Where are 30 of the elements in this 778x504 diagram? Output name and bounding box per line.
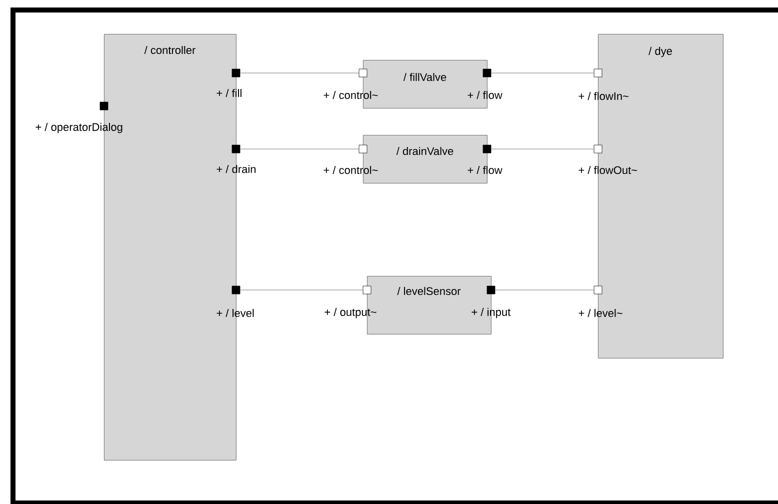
port-label: + / output~ [324, 308, 376, 318]
port-label: + / level~ [578, 308, 622, 318]
connector-line [240, 148, 359, 150]
port-label: + / fill [216, 88, 242, 98]
port-label: + / level [216, 308, 254, 318]
port-square [594, 144, 602, 154]
port-square [482, 68, 492, 78]
port-square [482, 144, 492, 154]
port-label: + / flowOut~ [578, 166, 638, 174]
port-square [232, 144, 240, 154]
port-square [486, 286, 496, 294]
port-label: + / flow [468, 166, 502, 174]
port-square [362, 286, 372, 294]
port-square [594, 68, 602, 78]
port-label: + / control~ [324, 166, 378, 174]
port-label: + / flowIn~ [578, 92, 628, 100]
port-square [100, 102, 108, 110]
port-square [358, 144, 368, 154]
port-label: + / operatorDialog [36, 122, 122, 134]
connector-line [491, 148, 594, 150]
port-square [358, 68, 368, 78]
port-label: + / control~ [324, 90, 378, 100]
connector-line [240, 72, 359, 74]
port-label: + / input [472, 308, 511, 318]
port-label: + / drain [216, 164, 256, 174]
port-square [232, 286, 240, 294]
port-square [594, 286, 602, 294]
port-square [232, 68, 240, 78]
connector-line [491, 72, 594, 74]
port-label: + / flow [468, 90, 502, 100]
